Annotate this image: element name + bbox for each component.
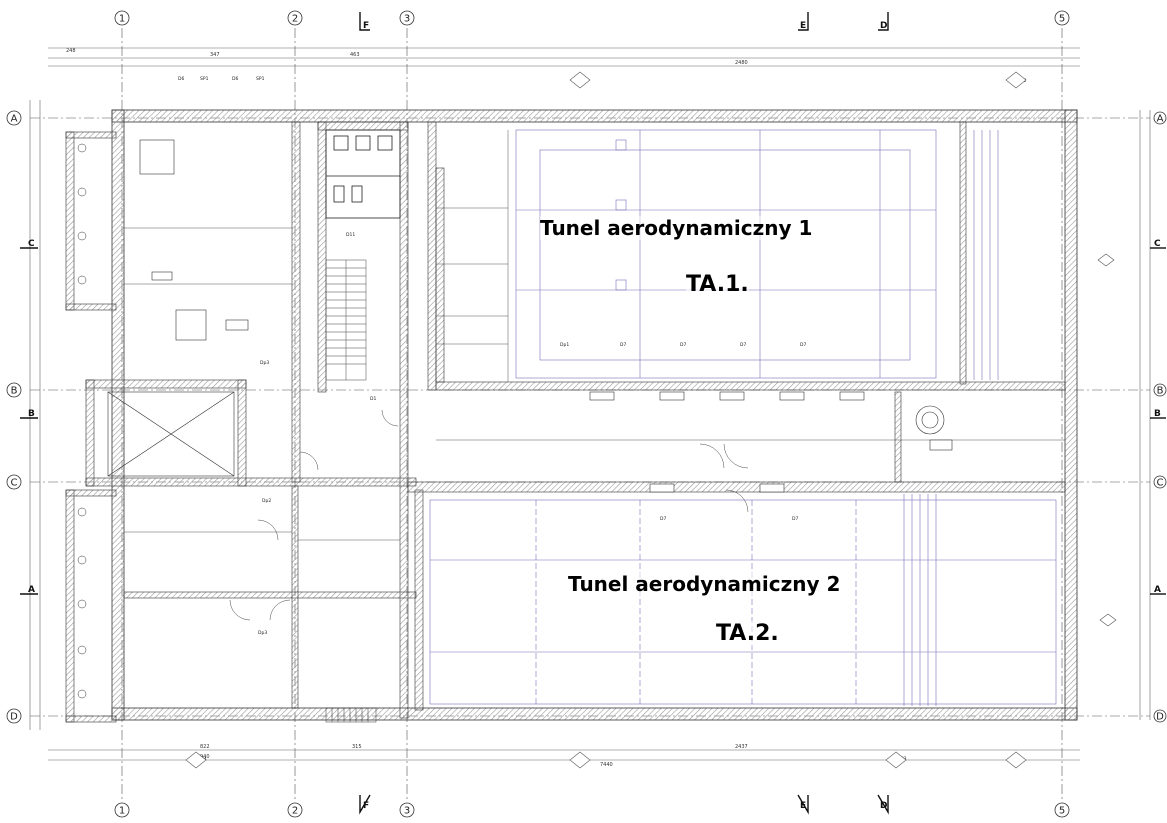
- entrance-steps: [325, 707, 377, 723]
- svg-text:A: A: [11, 114, 18, 125]
- svg-text:1: 1: [119, 806, 125, 817]
- svg-text:D6: D6: [178, 76, 184, 82]
- svg-text:D7: D7: [740, 342, 746, 348]
- dim-text: 463: [350, 52, 360, 58]
- svg-text:B: B: [28, 409, 35, 419]
- door-swings: [229, 409, 749, 621]
- staircase: [325, 259, 367, 381]
- svg-text:Dp3: Dp3: [260, 360, 269, 366]
- svg-text:2: 2: [292, 806, 298, 817]
- tunnel-2-name-label: Tunel aerodynamiczny 2: [568, 572, 841, 596]
- svg-text:SP1: SP1: [256, 76, 265, 82]
- svg-text:F: F: [363, 21, 369, 31]
- dim-text: 822: [200, 744, 210, 750]
- svg-text:F: F: [363, 801, 369, 811]
- svg-text:D7: D7: [620, 342, 626, 348]
- dim-text: 7440: [600, 762, 613, 768]
- dimension-lines: [29, 47, 1151, 761]
- axis-bubble: 3: [399, 802, 415, 818]
- svg-text:C: C: [1157, 478, 1164, 489]
- axis-bubble: 2: [287, 10, 303, 26]
- interior-walls: [85, 121, 1066, 719]
- axis-bubble: B: [1153, 383, 1167, 397]
- tunnel-1-outline: [515, 129, 999, 380]
- svg-text:2: 2: [292, 14, 298, 25]
- axis-bubble: C: [6, 474, 22, 490]
- svg-text:D6: D6: [232, 76, 238, 82]
- axis-bubble: C: [1153, 475, 1167, 489]
- svg-text:A: A: [1157, 114, 1164, 125]
- corridor-equipment: [589, 391, 953, 493]
- svg-text:E: E: [800, 801, 806, 811]
- svg-text:1: 1: [119, 14, 125, 25]
- svg-text:Dp2: Dp2: [262, 498, 271, 504]
- axis-bubble: 1: [114, 10, 130, 26]
- svg-text:D11: D11: [346, 232, 355, 238]
- axis-bubble: A: [6, 110, 22, 126]
- svg-text:B: B: [11, 386, 18, 397]
- svg-text:D7: D7: [660, 516, 666, 522]
- svg-text:B: B: [1154, 409, 1161, 419]
- column-axis-markers: 1 2 3 5 1 2 3: [114, 10, 1070, 818]
- axis-bubble: 5: [1054, 802, 1070, 818]
- axis-bubble: 3: [399, 10, 415, 26]
- svg-text:D1: D1: [370, 396, 376, 402]
- axis-bubble: A: [1153, 111, 1167, 125]
- svg-text:D: D: [1156, 712, 1164, 723]
- column-symbols: [77, 143, 87, 699]
- dim-text: 315: [352, 744, 362, 750]
- axis-bubble: 2: [287, 802, 303, 818]
- svg-text:D: D: [880, 801, 887, 811]
- sanitary-block: [325, 129, 401, 219]
- section-markers: [20, 12, 1166, 815]
- svg-text:D7: D7: [792, 516, 798, 522]
- svg-text:C: C: [28, 239, 35, 249]
- diamond-markers: [185, 71, 1117, 769]
- svg-text:A: A: [1154, 585, 1161, 595]
- room-lines: [124, 130, 1065, 541]
- svg-text:D7: D7: [680, 342, 686, 348]
- exterior-walls: [65, 109, 1078, 723]
- svg-text:3: 3: [404, 806, 410, 817]
- dim-text: 248: [66, 48, 76, 54]
- dim-text: 347: [210, 52, 220, 58]
- svg-text:3: 3: [404, 14, 410, 25]
- svg-text:D7: D7: [800, 342, 806, 348]
- dimension-texts: 248 347 463 2480 822 940 315 2437 7440: [66, 48, 748, 768]
- axis-bubble: 1: [114, 802, 130, 818]
- svg-text:SP1: SP1: [200, 76, 209, 82]
- dim-text: 940: [200, 754, 210, 760]
- svg-text:D: D: [10, 712, 18, 723]
- svg-text:E: E: [800, 21, 806, 31]
- dim-text: 2437: [735, 744, 748, 750]
- svg-text:B: B: [1157, 386, 1164, 397]
- room-furniture: [107, 139, 249, 477]
- tunnel-1-code-label: TA.1.: [686, 272, 749, 297]
- svg-text:C: C: [1154, 239, 1161, 249]
- svg-text:Dp1: Dp1: [560, 342, 569, 348]
- axis-bubble: B: [6, 382, 22, 398]
- axis-bubble: 5: [1054, 10, 1070, 26]
- tunnel-2-outline: [429, 494, 1057, 706]
- tunnel-2-code-label: TA.2.: [716, 621, 779, 646]
- axis-bubble: D: [6, 708, 22, 724]
- section-labels: F F E E D D C C B B A A: [28, 21, 1161, 811]
- svg-text:C: C: [11, 478, 18, 489]
- dim-text: 2480: [735, 60, 748, 66]
- svg-text:A: A: [28, 585, 35, 595]
- svg-text:5: 5: [1059, 806, 1065, 817]
- axis-bubble: D: [1153, 709, 1167, 723]
- svg-text:D: D: [880, 21, 887, 31]
- svg-text:Dp3: Dp3: [258, 630, 267, 636]
- svg-text:5: 5: [1059, 14, 1065, 25]
- tunnel-1-name-label: Tunel aerodynamiczny 1: [540, 216, 813, 240]
- row-axis-markers: A B C D A B C: [6, 110, 1167, 724]
